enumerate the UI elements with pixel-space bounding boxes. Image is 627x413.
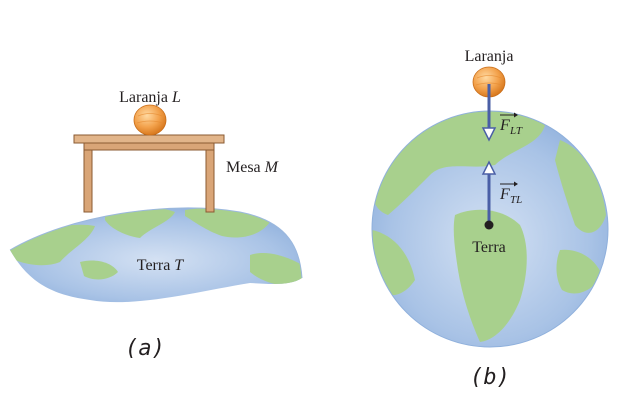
caption-a: (a) — [125, 336, 165, 361]
table-top — [73, 134, 225, 144]
force-label-tl: F TL — [499, 181, 522, 206]
force-arrow-lt — [481, 84, 497, 142]
panel-b: Laranja F LT F TL Terra (b) — [371, 48, 609, 390]
table-apron — [83, 142, 215, 151]
earth-center-dot — [484, 220, 494, 230]
table-label: Mesa M — [226, 159, 280, 176]
force-arrow-tl — [481, 160, 497, 230]
table-leg-right — [205, 149, 215, 213]
svg-text:F: F — [499, 117, 510, 134]
earth-cap — [9, 207, 303, 303]
earth-label-a: Terra T — [137, 257, 185, 274]
earth-label-b: Terra — [472, 239, 506, 256]
panel-a: Laranja L Mesa M Terra T (a) — [9, 89, 303, 361]
orange-a — [133, 104, 167, 136]
svg-text:F: F — [499, 186, 510, 203]
orange-label-a: Laranja L — [119, 89, 181, 106]
table-leg-left — [83, 149, 93, 213]
force-label-lt: F LT — [499, 112, 523, 137]
caption-b: (b) — [470, 365, 510, 390]
svg-text:LT: LT — [509, 125, 523, 137]
table — [73, 134, 225, 213]
orange-label-b: Laranja — [465, 48, 514, 65]
svg-text:TL: TL — [510, 194, 522, 206]
earth-sphere — [371, 110, 609, 348]
